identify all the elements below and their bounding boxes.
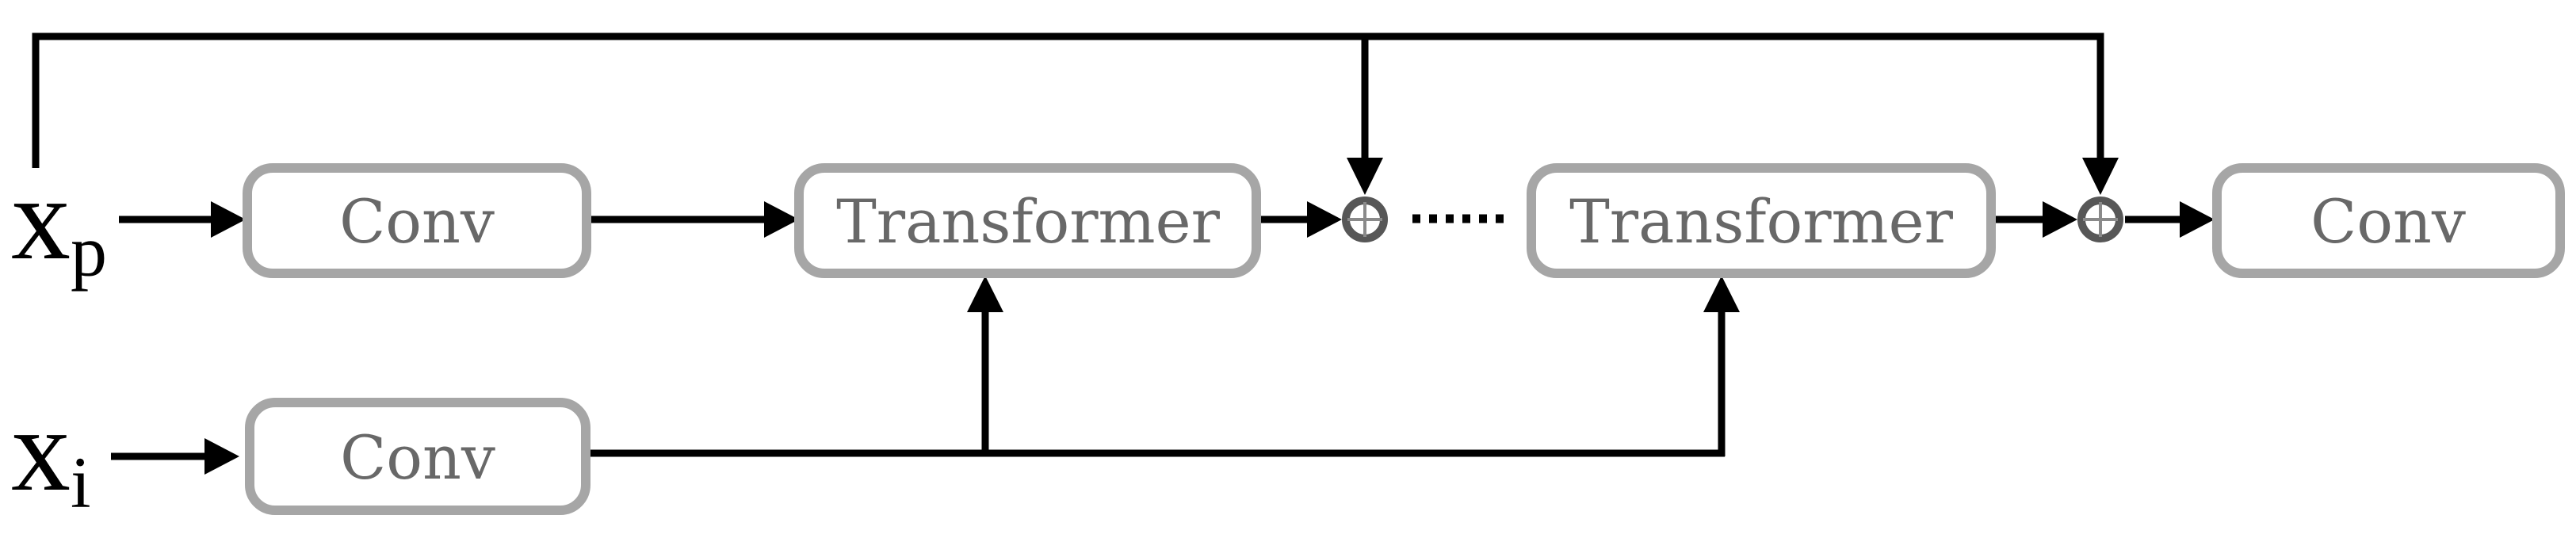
- input-label-xi-base: x: [11, 384, 71, 516]
- arrowhead-into-transformer-1-bottom: [967, 276, 1003, 312]
- block-conv-top-box: [243, 163, 591, 278]
- block-transformer-1-box: [794, 163, 1261, 278]
- arrowhead: [204, 438, 239, 475]
- block-transformer-1-label: Transformer: [836, 186, 1221, 257]
- arrowhead: [1307, 201, 1342, 238]
- block-transformer-2-label: Transformer: [1569, 186, 1954, 257]
- block-transformer-1: Transformer: [794, 163, 1261, 278]
- arrow-xi-to-conv: [111, 438, 239, 475]
- arrow-transformer-1-to-add-1: [1259, 201, 1342, 238]
- arrow-add-2-to-conv-out: [2125, 201, 2215, 238]
- arrowhead: [764, 201, 799, 238]
- block-conv-bottom: Conv: [245, 398, 590, 515]
- block-conv-bottom-label: Conv: [340, 422, 495, 493]
- conditioning-bus: [586, 276, 1740, 457]
- arrow-conv-to-transformer-1: [588, 201, 799, 238]
- arrowhead-skip-into-add-2: [2082, 158, 2119, 195]
- input-label-xi: xi: [11, 384, 91, 523]
- add-1-icon: [1342, 197, 1388, 242]
- block-conv-out: Conv: [2212, 163, 2565, 278]
- block-transformer-2: Transformer: [1527, 163, 1996, 278]
- arrow-transformer-2-to-add-2: [1994, 201, 2077, 238]
- skip-connection: [32, 32, 2119, 195]
- block-conv-top: Conv: [243, 163, 591, 278]
- input-label-xi-subscript: i: [71, 442, 91, 523]
- add-2-plus: [2083, 202, 2118, 237]
- block-conv-out-box: [2212, 163, 2565, 278]
- arrow-xp-to-conv: [119, 201, 246, 238]
- add-2-icon: [2077, 197, 2123, 242]
- arrowhead: [211, 201, 246, 238]
- skip-connection-line: [32, 32, 2104, 168]
- input-label-xp-subscript: p: [71, 211, 107, 292]
- arrowhead: [2043, 201, 2077, 238]
- add-1-plus: [1347, 202, 1382, 237]
- block-conv-top-label: Conv: [339, 186, 495, 257]
- block-conv-bottom-box: [245, 398, 590, 515]
- arrowhead: [2180, 201, 2215, 238]
- input-label-xp-base: x: [11, 153, 71, 284]
- input-label-xp: xp: [11, 153, 107, 292]
- arrowhead-skip-into-add-1: [1347, 158, 1383, 195]
- block-conv-out-label: Conv: [2310, 186, 2466, 257]
- block-transformer-2-box: [1527, 163, 1996, 278]
- arrowhead-into-transformer-2-bottom: [1703, 276, 1740, 312]
